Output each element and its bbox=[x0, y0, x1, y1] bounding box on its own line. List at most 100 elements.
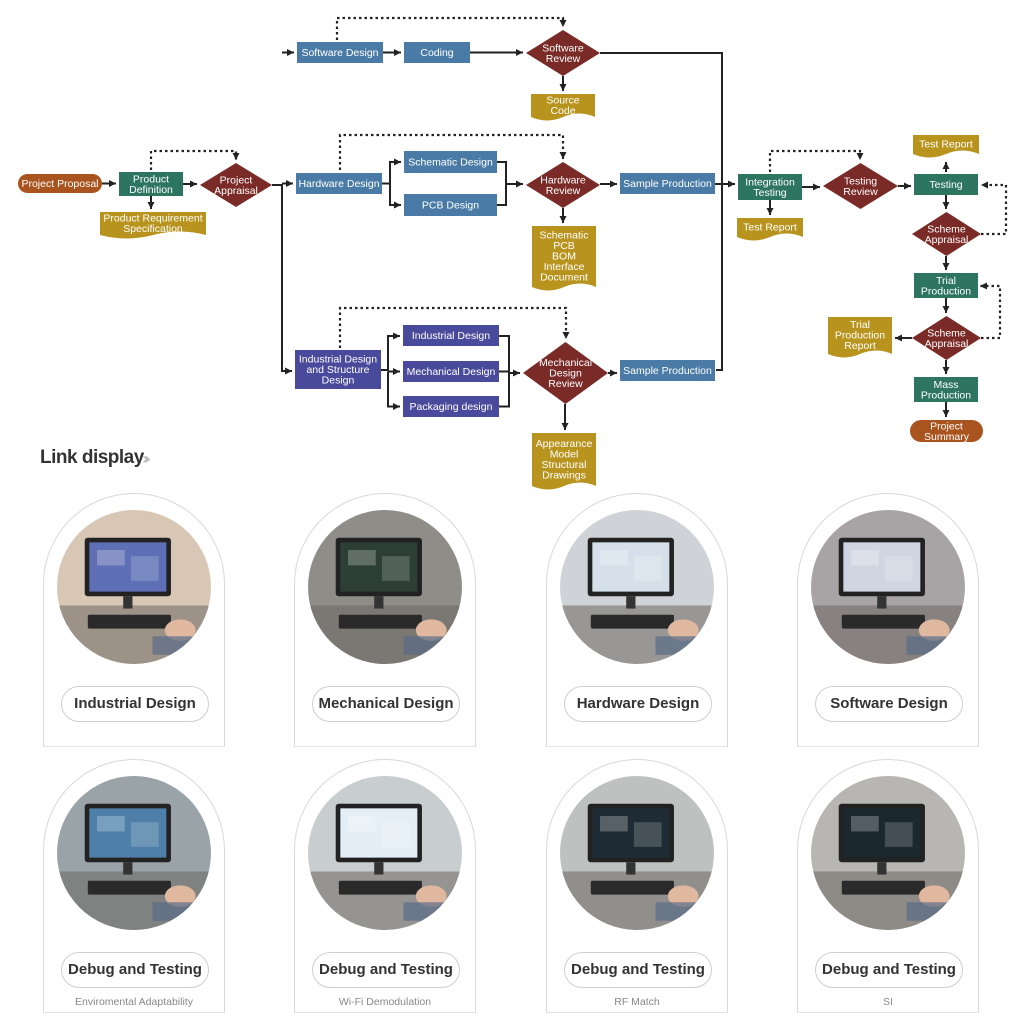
node-text: Schematic Design bbox=[408, 157, 493, 169]
node-coding: Coding bbox=[404, 42, 470, 63]
node-schematic-design: Schematic Design bbox=[404, 151, 497, 173]
node-project-proposal: Project Proposal bbox=[18, 174, 102, 193]
card-label-button[interactable]: Mechanical Design bbox=[312, 686, 460, 722]
flow-connector bbox=[272, 184, 292, 375]
node-text: Trial bbox=[850, 319, 870, 331]
card-label-button[interactable]: Hardware Design bbox=[564, 686, 712, 722]
node-hardware-design: Hardware Design bbox=[296, 173, 382, 194]
node-text: Summary bbox=[924, 431, 970, 443]
node-text: Scheme bbox=[927, 223, 966, 235]
node-text: Industrial Design bbox=[412, 330, 490, 342]
card-caption: RF Match bbox=[614, 996, 660, 1008]
workstation-photo bbox=[308, 776, 462, 930]
node-text: Testing bbox=[929, 179, 962, 191]
node-text: Integration bbox=[745, 176, 795, 188]
node-text: Specification bbox=[123, 223, 183, 235]
node-pcb-design: PCB Design bbox=[404, 194, 497, 216]
node-text: Drawings bbox=[542, 469, 586, 481]
node-text: Document bbox=[540, 272, 588, 284]
chevrons-icon: ››› bbox=[142, 449, 151, 468]
link-card[interactable]: Hardware Design bbox=[546, 493, 728, 747]
workstation-photo bbox=[57, 510, 211, 664]
node-text: and Structure bbox=[306, 364, 369, 376]
node-text: Project Proposal bbox=[21, 178, 98, 190]
node-text: Report bbox=[844, 340, 876, 352]
node-text: BOM bbox=[552, 251, 576, 263]
node-text: Hardware bbox=[540, 174, 586, 186]
feedback-connector bbox=[981, 181, 1008, 236]
node-text: Schematic bbox=[539, 230, 588, 242]
link-card[interactable]: Debug and Testing RF Match bbox=[546, 759, 728, 1013]
node-text: Industrial Design bbox=[299, 354, 377, 366]
flow-connector bbox=[381, 332, 400, 371]
node-text: Trial bbox=[936, 275, 956, 287]
node-sample-production-hw: Sample Production bbox=[620, 173, 715, 194]
node-text: Project bbox=[220, 174, 253, 186]
workstation-photo bbox=[57, 776, 211, 930]
card-label-button[interactable]: Debug and Testing bbox=[564, 952, 712, 988]
workstation-photo bbox=[811, 510, 965, 664]
node-text: PCB bbox=[553, 240, 575, 252]
feedback-connector bbox=[980, 282, 1002, 340]
node-text: Model bbox=[550, 448, 579, 460]
link-card[interactable]: Mechanical Design bbox=[294, 493, 476, 747]
node-text: Review bbox=[546, 53, 581, 65]
card-label-button[interactable]: Debug and Testing bbox=[815, 952, 963, 988]
link-card[interactable]: Software Design bbox=[797, 493, 979, 747]
node-text: Appearance bbox=[536, 438, 593, 450]
node-text: Source bbox=[546, 94, 579, 106]
node-text: Mechanical bbox=[539, 357, 592, 369]
card-caption: SI bbox=[883, 996, 893, 1008]
node-text: Appraisal bbox=[925, 234, 969, 246]
card-caption: Wi-Fi Demodulation bbox=[338, 996, 432, 1008]
node-text: Definition bbox=[129, 184, 173, 196]
node-text: Sample Production bbox=[623, 178, 712, 190]
node-text: Production bbox=[835, 330, 885, 342]
feedback-connector bbox=[338, 306, 570, 348]
node-test-report-1: Test Report bbox=[737, 218, 803, 241]
link-card[interactable]: Industrial Design bbox=[43, 493, 225, 747]
feedback-connector bbox=[338, 133, 567, 170]
card-label-button[interactable]: Industrial Design bbox=[61, 686, 209, 722]
node-text: Product bbox=[133, 173, 169, 185]
card-label-button[interactable]: Debug and Testing bbox=[312, 952, 460, 988]
node-text: Interface bbox=[544, 261, 585, 273]
node-industrial-design: Industrial Design bbox=[403, 325, 499, 346]
node-text: Hardware Design bbox=[298, 178, 379, 190]
node-text: Software Design bbox=[301, 47, 378, 59]
link-display-title: Link display bbox=[40, 447, 144, 468]
node-text: Structural bbox=[542, 459, 587, 471]
node-text: Scheme bbox=[927, 327, 966, 339]
card-caption: Enviromental Adaptability bbox=[75, 996, 193, 1008]
node-text: Test Report bbox=[743, 222, 797, 234]
node-software-design: Software Design bbox=[297, 42, 383, 63]
node-text: Code bbox=[550, 105, 575, 117]
node-packaging-design: Packaging design bbox=[403, 396, 499, 417]
node-text: Testing bbox=[753, 187, 786, 199]
feedback-connector bbox=[768, 149, 864, 172]
workstation-photo bbox=[560, 776, 714, 930]
feedback-connector bbox=[335, 16, 567, 40]
card-label-button[interactable]: Software Design bbox=[815, 686, 963, 722]
card-label-button[interactable]: Debug and Testing bbox=[61, 952, 209, 988]
